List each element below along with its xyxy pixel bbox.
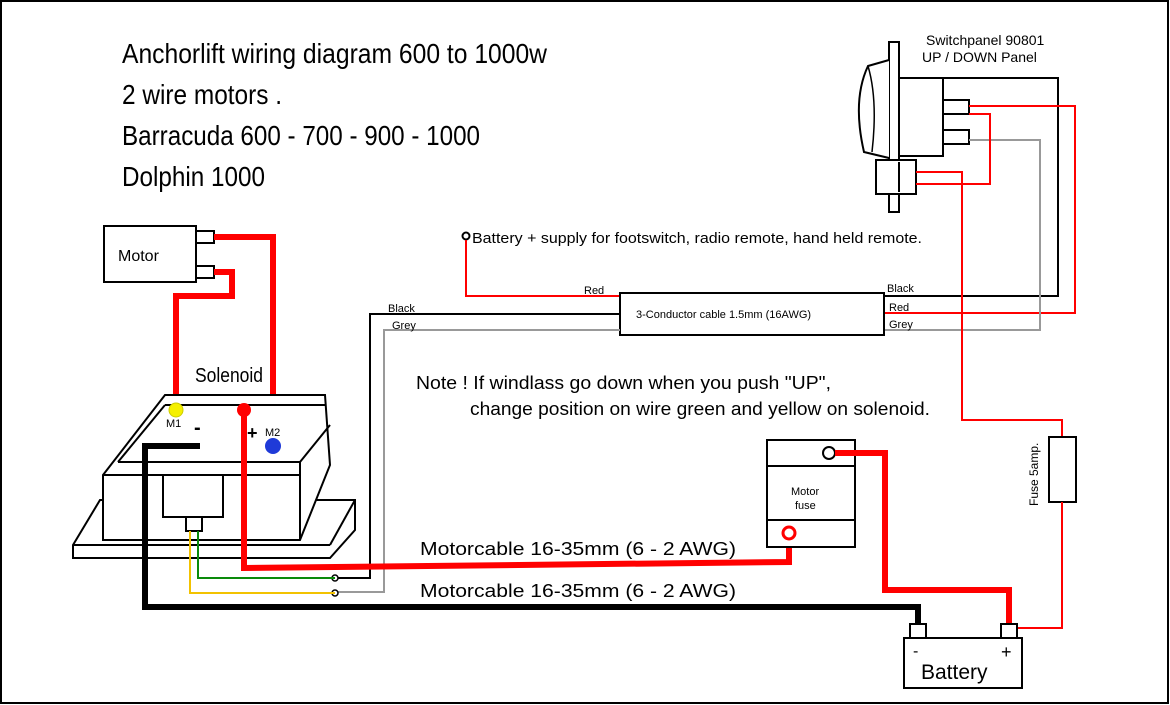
switch-body	[898, 77, 944, 157]
wire-motor-to-m2	[214, 234, 276, 446]
terminal-plus-label: +	[247, 423, 258, 443]
motorcable-label-2: Motorcable 16-35mm (6 - 2 AWG)	[420, 581, 736, 601]
motor-fuse-terminal-bottom	[781, 525, 797, 541]
wire-yellow	[189, 531, 335, 594]
motor-terminal-2	[195, 265, 215, 279]
supply-terminal-dot	[461, 231, 471, 241]
label-left-grey: Grey	[392, 320, 416, 332]
wire-motor-to-m1	[173, 269, 235, 410]
wire-fuse-to-battery	[1016, 502, 1063, 629]
note-line-2: change position on wire green and yellow…	[470, 399, 930, 419]
solenoid-body	[102, 394, 332, 541]
switch-terminal-1	[942, 99, 970, 115]
rocker-switch-edge	[867, 65, 875, 153]
label-left-black: Black	[388, 303, 415, 315]
motor-fuse-label-2: fuse	[795, 500, 816, 512]
title-line-2: 2 wire motors .	[122, 79, 282, 110]
wire-lamp-red-a	[916, 113, 991, 185]
motor-terminal-1	[195, 230, 215, 244]
battery-terminal-plus	[1000, 623, 1018, 639]
terminal-m2-label: M2	[265, 427, 280, 439]
control-wires-left: Black Grey	[331, 303, 620, 597]
switch-terminal-2	[942, 129, 970, 145]
wire-green	[197, 531, 335, 579]
motor-fuse-label-1: Motor	[791, 486, 819, 498]
wire-supply-red	[465, 240, 620, 297]
wire-switch-black	[884, 77, 1059, 297]
label-supply-red: Red	[584, 285, 604, 297]
battery-minus-label: -	[913, 643, 918, 660]
wire-control-black	[337, 313, 620, 579]
battery-label: Battery	[921, 661, 988, 684]
terminal-m2-dot	[265, 438, 281, 454]
label-right-black: Black	[887, 283, 914, 295]
motor: Motor	[103, 225, 215, 283]
motor-fuse-terminal-top	[822, 446, 836, 460]
fuse-5amp-body	[1048, 436, 1077, 503]
label-right-red: Red	[889, 302, 909, 314]
title-line-4: Dolphin 1000	[122, 161, 265, 192]
battery: - + Battery	[903, 623, 1023, 689]
motor-fuse-box	[766, 439, 856, 548]
terminal-m1-label: M1	[166, 418, 181, 430]
wire-lamp-red-b	[916, 171, 1063, 437]
motorcable-label-1: Motorcable 16-35mm (6 - 2 AWG)	[420, 539, 736, 559]
solenoid: Solenoid	[72, 365, 356, 559]
battery-supply-label: Battery + supply for footswitch, radio r…	[472, 230, 922, 247]
three-conductor-cable: 3-Conductor cable 1.5mm (16AWG) Black Re…	[619, 283, 914, 336]
solenoid-label: Solenoid	[195, 365, 263, 387]
note-line-1: Note ! If windlass go down when you push…	[416, 373, 831, 393]
title-line-3: Barracuda 600 - 700 - 900 - 1000	[122, 120, 480, 151]
title-line-1: Anchorlift wiring diagram 600 to 1000w	[122, 38, 548, 69]
fuse-5amp-label: Fuse 5amp.	[1027, 443, 1041, 506]
motorcable-black	[142, 443, 921, 624]
motorcable-red	[241, 410, 792, 572]
fuse-5amp: Fuse 5amp.	[1016, 436, 1077, 629]
motorcable-fuse-to-battery	[835, 450, 1012, 624]
solenoid-connector	[162, 474, 224, 518]
terminal-m1-dot	[168, 402, 184, 418]
note: Note ! If windlass go down when you push…	[416, 373, 930, 419]
switch-lamp	[875, 159, 917, 195]
switchpanel-subtitle: UP / DOWN Panel	[922, 49, 1037, 65]
battery-supply: Battery + supply for footswitch, radio r…	[461, 230, 922, 297]
switch-wires	[884, 77, 1076, 437]
title-block: Anchorlift wiring diagram 600 to 1000w 2…	[122, 38, 548, 192]
switchpanel-title: Switchpanel 90801	[926, 32, 1045, 48]
motor-box	[103, 225, 197, 283]
motor-fuse: Motor fuse	[766, 439, 856, 548]
motor-label: Motor	[118, 248, 160, 265]
terminal-minus-label: -	[194, 417, 201, 439]
battery-plus-label: +	[1001, 642, 1012, 662]
battery-terminal-minus	[909, 623, 927, 639]
wire-control-grey	[337, 329, 620, 593]
wire-switch-red	[884, 105, 1076, 314]
battery-box	[903, 637, 1023, 689]
label-right-grey: Grey	[889, 319, 913, 331]
cable-label: 3-Conductor cable 1.5mm (16AWG)	[636, 309, 811, 321]
